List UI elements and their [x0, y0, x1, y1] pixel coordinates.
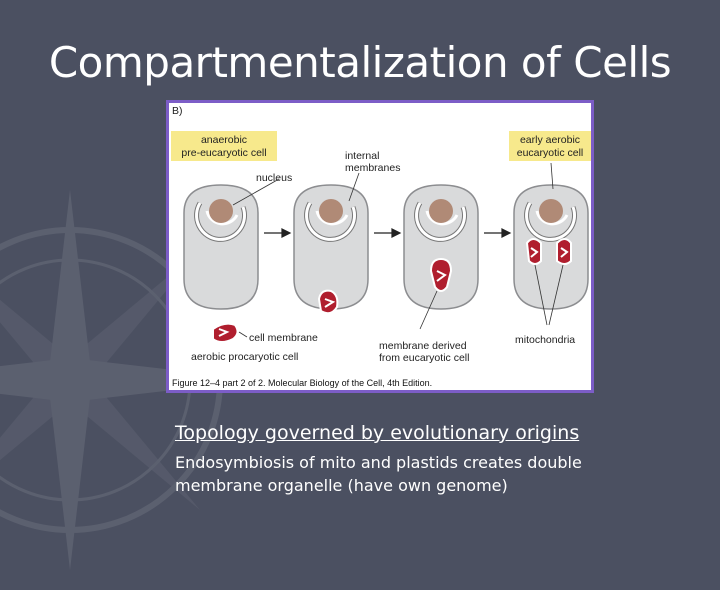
- label-anaerobic-line2: pre-eucaryotic cell: [181, 147, 266, 159]
- panel-label: B): [172, 105, 183, 117]
- label-cell-membrane: cell membrane: [249, 332, 318, 344]
- figure-panel: B) anaerobic pre-eucaryotic cell early a…: [166, 100, 594, 393]
- free-aerobic-bacterium: [212, 322, 239, 343]
- label-early-line1: early aerobic: [520, 134, 580, 146]
- process-arrows: [264, 228, 512, 238]
- cell-3: [403, 184, 479, 310]
- figure-caption: Figure 12–4 part 2 of 2. Molecular Biolo…: [172, 378, 432, 388]
- label-anaerobic-line1: anaerobic: [201, 134, 247, 146]
- cell-4: [513, 184, 589, 310]
- entering-bacterium: [317, 289, 339, 315]
- label-aerobic-procaryotic: aerobic procaryotic cell: [191, 351, 298, 363]
- label-nucleus: nucleus: [256, 172, 292, 184]
- label-box-anaerobic: [171, 131, 277, 161]
- label-early-line2: eucaryotic cell: [517, 147, 584, 159]
- label-membrane-derived-line1: membrane derived: [379, 340, 467, 352]
- label-box-early-aerobic: [509, 131, 591, 161]
- label-internal-line1: internal: [345, 150, 379, 162]
- cell-1: [183, 184, 259, 310]
- label-internal-line2: membranes: [345, 162, 400, 174]
- slide-body: Endosymbiosis of mito and plastids creat…: [175, 453, 582, 495]
- label-mitochondria: mitochondria: [515, 334, 575, 346]
- pointer-lines: [232, 162, 564, 338]
- label-membrane-derived-line2: from eucaryotic cell: [379, 352, 469, 364]
- cell-evolution-diagram: B) anaerobic pre-eucaryotic cell early a…: [171, 105, 591, 388]
- compass-watermark: [0, 190, 260, 570]
- slide-heading: Topology governed by evolutionary origin…: [175, 422, 580, 444]
- cell-2: [293, 184, 369, 310]
- slide-title: Compartmentalization of Cells: [48, 38, 672, 87]
